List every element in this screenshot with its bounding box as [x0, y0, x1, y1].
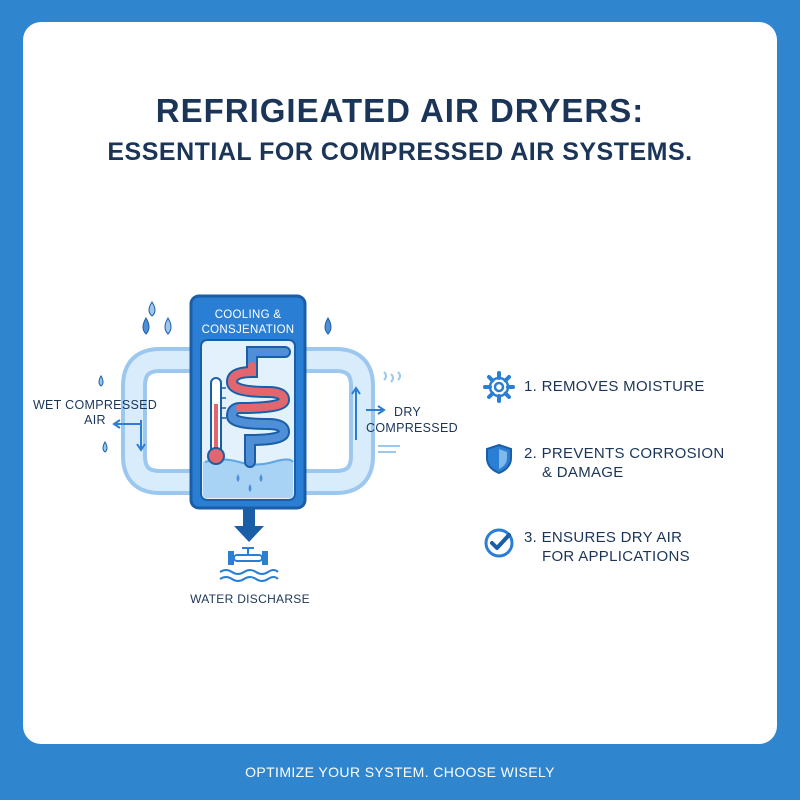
- page-subtitle: ESSENTIAL FOR COMPRESSED AIR SYSTEMS.: [107, 138, 693, 166]
- feature-text-line1: 1. REMOVES MOISTURE: [524, 378, 705, 395]
- content-card: [23, 22, 777, 744]
- drain-valve-icon: [219, 547, 279, 582]
- shield-icon: [486, 443, 512, 475]
- feature-text-line1: 3. ENSURES DRY AIR: [524, 529, 683, 546]
- feature-text-line2: & DAMAGE: [542, 464, 624, 481]
- unit-label: COOLING & CONSJENATION: [191, 308, 305, 338]
- gear-icon: [483, 371, 515, 403]
- drain-label: WATER DISCHARSE: [190, 592, 310, 606]
- outlet-label-line1: DRY: [394, 405, 422, 419]
- inlet-label-line1: WET COMPRESSED: [32, 398, 158, 412]
- thermometer-icon: [207, 377, 226, 465]
- inlet-label: WET COMPRESSED AIR: [30, 398, 160, 428]
- outlet-pipe: [300, 347, 375, 495]
- feature-text-line2: FOR APPLICATIONS: [542, 548, 690, 565]
- check-circle-icon: [484, 528, 514, 558]
- water-droplet-icons: [98, 301, 332, 453]
- page-title: REFRIGIEATED AIR DRYERS:: [155, 92, 645, 129]
- inlet-arrow-icons: [112, 419, 146, 452]
- feature-item-removes-moisture: 1. REMOVES MOISTURE: [482, 370, 742, 404]
- outlet-arrow-icons: [351, 371, 401, 453]
- feature-item-ensures-dry-air: 3. ENSURES DRY AIR FOR APPLICATIONS: [482, 526, 742, 566]
- cooling-coil: [225, 346, 291, 468]
- outlet-label-line2: COMPRESSED: [366, 421, 458, 435]
- inlet-pipe: [121, 347, 196, 495]
- unit-label-line2: CONSJENATION: [201, 324, 295, 336]
- feature-item-prevents-corrosion: 2. PREVENTS CORROSION & DAMAGE: [482, 442, 742, 482]
- inlet-label-line2: AIR: [84, 413, 106, 427]
- outlet-label: DRY COMPRESSED: [366, 404, 466, 436]
- unit-label-line1: COOLING &: [214, 309, 282, 321]
- feature-text-line1: 2. PREVENTS CORROSION: [524, 445, 725, 462]
- drain-arrow-icon: [234, 508, 264, 542]
- footer-tagline: OPTIMIZE YOUR SYSTEM. CHOOSE WISELY: [245, 764, 555, 780]
